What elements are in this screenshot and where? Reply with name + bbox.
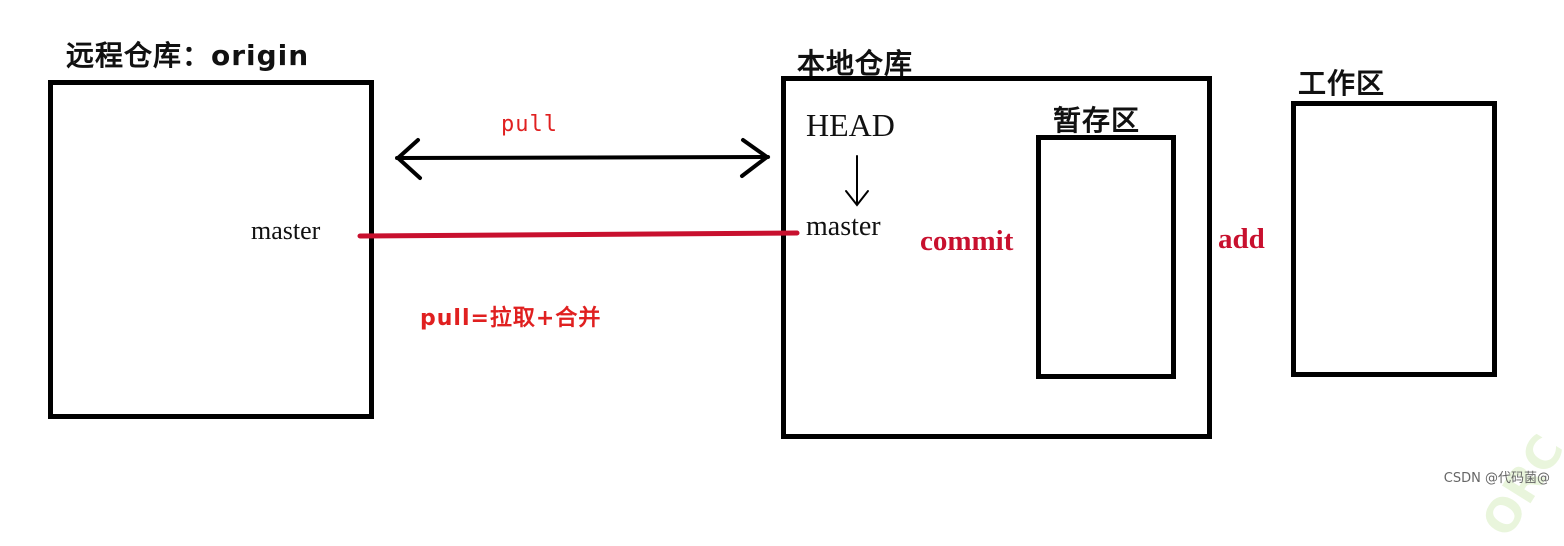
diagram-connectors — [357, 138, 869, 239]
add-label: add — [1218, 223, 1265, 255]
local-repo-title: 本地仓库 — [797, 47, 914, 80]
master-link-line — [357, 230, 800, 239]
workspace-title: 工作区 — [1298, 67, 1386, 100]
commit-label: commit — [920, 225, 1014, 257]
pull-double-arrow — [395, 138, 771, 180]
pull-note: pull=拉取+合并 — [420, 306, 602, 331]
local-branch-label: master — [806, 211, 881, 242]
local-repo-box — [781, 76, 1212, 439]
stage-box — [1036, 135, 1176, 379]
head-pointer-arrow — [845, 155, 869, 207]
remote-branch-label: master — [251, 216, 321, 245]
remote-repo-title: 远程仓库：origin — [66, 39, 310, 72]
pull-label: pull — [501, 112, 558, 137]
stage-title: 暂存区 — [1053, 104, 1141, 137]
remote-repo-box — [48, 80, 374, 419]
csdn-watermark: CSDN @代码菌@ — [1443, 471, 1550, 486]
workspace-box — [1291, 101, 1497, 377]
head-label: HEAD — [806, 107, 895, 143]
